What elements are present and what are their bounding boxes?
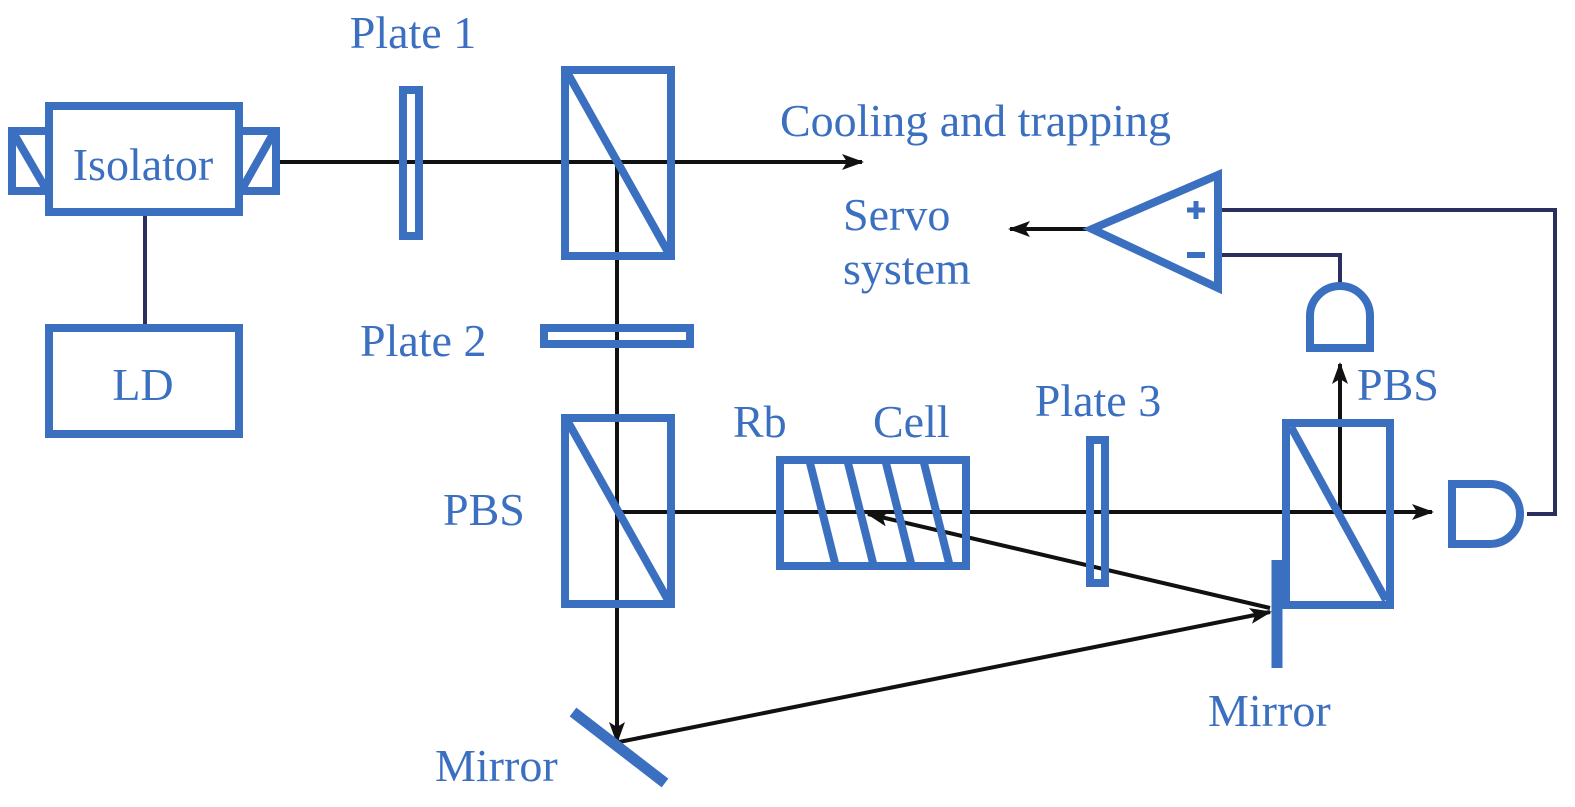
plate-1-label: Plate 1 [350,7,476,58]
differential-amplifier [1082,168,1222,295]
pbs-top [561,66,675,260]
photodetector-right [1448,480,1524,548]
servo-label-line2: system [843,243,971,294]
plate-3-label: Plate 3 [1035,375,1161,426]
mirror-bottom-label: Mirror [435,740,558,791]
mirror-bottom [569,707,669,788]
plate-2 [540,324,694,348]
plus-icon [1187,201,1205,219]
plate-2-label: Plate 2 [360,315,486,366]
pbs-left [561,414,675,608]
laser-diode [45,324,243,438]
beam-pump [866,510,1271,610]
pbs-left-label: PBS [443,484,525,535]
photodetector-top [1306,282,1374,352]
cooling-trapping-label: Cooling and trapping [780,95,1171,146]
cell-label: Cell [873,396,950,447]
rb-cell [776,456,970,570]
minus-input-wire [1220,253,1342,290]
pbs-right-label: PBS [1357,359,1439,410]
beam-mirror-to-mirror [618,608,1272,744]
plate-1 [399,86,423,240]
isolator [8,102,280,216]
plate-3 [1086,436,1109,587]
isolator-label: Isolator [73,139,214,190]
plus-input-wire [1220,208,1557,516]
ld-label: LD [112,359,173,410]
servo-label-line1: Servo [843,189,950,240]
rb-label: Rb [733,396,787,447]
mirror-right-label: Mirror [1208,685,1331,736]
pbs-right [1282,419,1394,609]
